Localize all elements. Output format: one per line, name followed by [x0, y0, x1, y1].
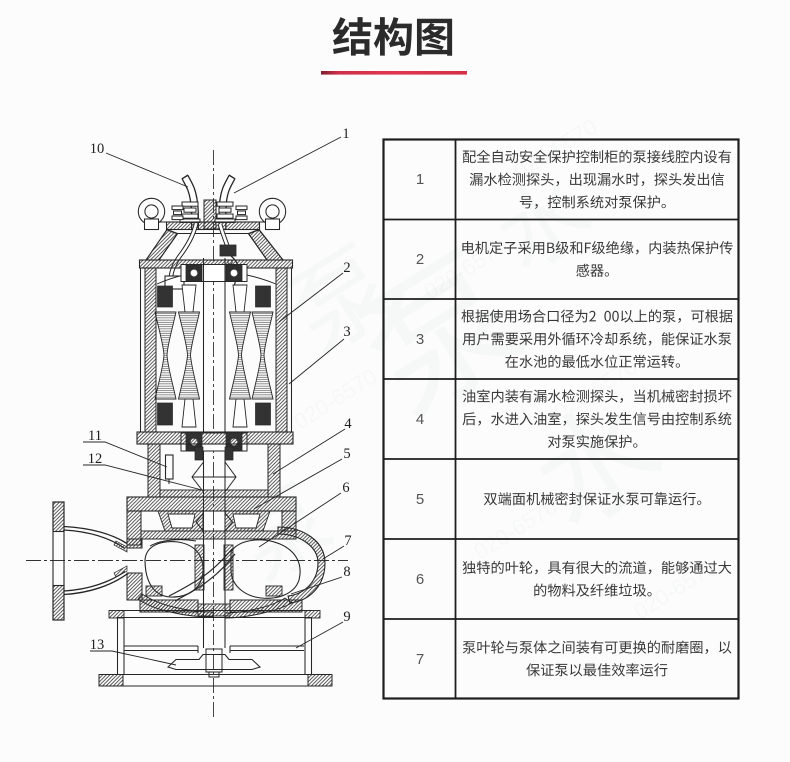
svg-text:7: 7 [344, 533, 351, 549]
svg-text:8: 8 [343, 564, 350, 580]
svg-text:12: 12 [88, 451, 103, 467]
svg-text:6: 6 [416, 571, 424, 588]
svg-text:13: 13 [90, 637, 105, 653]
svg-text:3: 3 [416, 331, 424, 348]
svg-text:5: 5 [416, 491, 424, 508]
svg-text:6: 6 [342, 480, 349, 496]
svg-text:4: 4 [416, 411, 424, 428]
svg-text:11: 11 [88, 428, 102, 444]
svg-text:1: 1 [342, 126, 349, 142]
svg-text:2: 2 [416, 251, 424, 268]
svg-text:2: 2 [343, 260, 350, 276]
svg-text:5: 5 [343, 446, 350, 462]
svg-text:9: 9 [343, 609, 350, 625]
svg-text:1: 1 [416, 171, 424, 188]
svg-text:4: 4 [344, 416, 352, 432]
svg-text:7: 7 [416, 651, 424, 668]
svg-text:10: 10 [90, 141, 105, 157]
svg-text:3: 3 [343, 324, 350, 340]
